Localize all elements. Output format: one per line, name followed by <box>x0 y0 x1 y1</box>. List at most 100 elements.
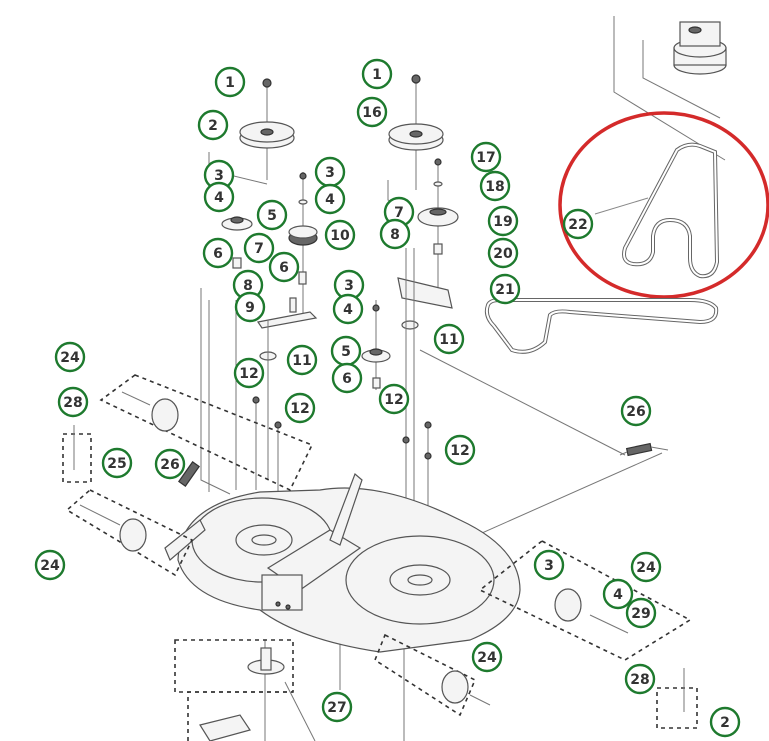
callout-circle <box>709 706 741 738</box>
callout-29[interactable]: 29 <box>625 597 657 629</box>
callout-5[interactable]: 5 <box>330 335 362 367</box>
callout-number: 5 <box>267 208 277 224</box>
callout-circle <box>202 237 234 269</box>
callout-number: 11 <box>292 353 311 369</box>
gauge-wheels <box>73 391 685 712</box>
callout-circle <box>154 448 186 480</box>
callout-circle <box>444 434 476 466</box>
callout-21[interactable]: 21 <box>489 273 521 305</box>
callout-24[interactable]: 24 <box>54 341 86 373</box>
callout-28[interactable]: 28 <box>57 386 89 418</box>
callout-4[interactable]: 4 <box>314 183 346 215</box>
callout-4[interactable]: 4 <box>332 293 364 325</box>
callout-number: 24 <box>636 560 656 576</box>
callout-20[interactable]: 20 <box>487 237 519 269</box>
callout-number: 7 <box>394 205 404 221</box>
callout-number: 16 <box>362 105 381 121</box>
callout-6[interactable]: 6 <box>331 362 363 394</box>
callout-circle <box>243 232 275 264</box>
callout-3[interactable]: 3 <box>314 156 346 188</box>
callout-28[interactable]: 28 <box>624 663 656 695</box>
callout-5[interactable]: 5 <box>256 199 288 231</box>
callout-number: 8 <box>243 278 253 294</box>
callout-24[interactable]: 24 <box>34 549 66 581</box>
callout-8[interactable]: 8 <box>379 218 411 250</box>
highlight-circle <box>558 111 769 299</box>
callout-12[interactable]: 12 <box>444 434 476 466</box>
callout-10[interactable]: 10 <box>324 219 356 251</box>
callout-number: 28 <box>630 672 649 688</box>
callout-16[interactable]: 16 <box>356 96 388 128</box>
callout-number: 21 <box>495 282 514 298</box>
callout-circle <box>620 395 652 427</box>
callout-22[interactable]: 22 <box>562 208 594 240</box>
callout-24[interactable]: 24 <box>630 551 662 583</box>
callout-circle <box>203 181 235 213</box>
callout-number: 8 <box>390 227 400 243</box>
callout-number: 25 <box>107 456 126 472</box>
callout-number: 18 <box>485 179 504 195</box>
callout-number: 10 <box>330 228 350 244</box>
callout-circle <box>214 66 246 98</box>
callout-number: 1 <box>372 67 382 83</box>
callout-number: 2 <box>720 715 730 731</box>
callout-number: 28 <box>63 395 82 411</box>
callout-number: 4 <box>343 302 353 318</box>
callout-number: 3 <box>214 168 224 184</box>
callout-1[interactable]: 1 <box>361 58 393 90</box>
callout-circle <box>562 208 594 240</box>
callout-12[interactable]: 12 <box>284 392 316 424</box>
callout-circle <box>379 218 411 250</box>
callout-circle <box>378 383 410 415</box>
callout-number: 12 <box>384 392 403 408</box>
drive-belt-part <box>484 298 719 354</box>
callout-4[interactable]: 4 <box>602 578 634 610</box>
callout-2[interactable]: 2 <box>197 109 229 141</box>
callout-number: 2 <box>208 118 218 134</box>
callout-number: 20 <box>493 246 513 262</box>
callout-circle <box>625 597 657 629</box>
callout-3[interactable]: 3 <box>533 549 565 581</box>
callout-circle <box>54 341 86 373</box>
callout-circle <box>268 251 300 283</box>
callout-25[interactable]: 25 <box>101 447 133 479</box>
callout-26[interactable]: 26 <box>154 448 186 480</box>
callout-number: 4 <box>214 190 224 206</box>
callout-18[interactable]: 18 <box>479 170 511 202</box>
callout-17[interactable]: 17 <box>470 141 502 173</box>
callout-number: 1 <box>225 75 235 91</box>
callout-12[interactable]: 12 <box>378 383 410 415</box>
callout-6[interactable]: 6 <box>268 251 300 283</box>
callout-4[interactable]: 4 <box>203 181 235 213</box>
callout-number: 3 <box>325 165 335 181</box>
callout-26[interactable]: 26 <box>620 395 652 427</box>
callout-circle <box>602 578 634 610</box>
callout-number: 24 <box>40 558 60 574</box>
callout-11[interactable]: 11 <box>433 323 465 355</box>
callout-9[interactable]: 9 <box>234 291 266 323</box>
deck-belt-part <box>622 142 720 279</box>
callout-19[interactable]: 19 <box>487 205 519 237</box>
callout-number: 9 <box>245 300 255 316</box>
callout-7[interactable]: 7 <box>243 232 275 264</box>
callout-1[interactable]: 1 <box>214 66 246 98</box>
callout-circle <box>256 199 288 231</box>
callout-27[interactable]: 27 <box>321 691 353 723</box>
callout-6[interactable]: 6 <box>202 237 234 269</box>
callout-number: 3 <box>344 278 354 294</box>
callout-number: 27 <box>327 700 346 716</box>
callout-number: 19 <box>493 214 512 230</box>
callout-circle <box>487 205 519 237</box>
callout-circle <box>233 357 265 389</box>
callout-circle <box>624 663 656 695</box>
callout-2[interactable]: 2 <box>709 706 741 738</box>
callout-number: 7 <box>254 241 264 257</box>
callout-11[interactable]: 11 <box>286 344 318 376</box>
callout-circle <box>433 323 465 355</box>
callout-24[interactable]: 24 <box>471 641 503 673</box>
callout-circle <box>331 362 363 394</box>
callout-12[interactable]: 12 <box>233 357 265 389</box>
electric-clutch-part <box>613 16 727 161</box>
callout-circle <box>356 96 388 128</box>
